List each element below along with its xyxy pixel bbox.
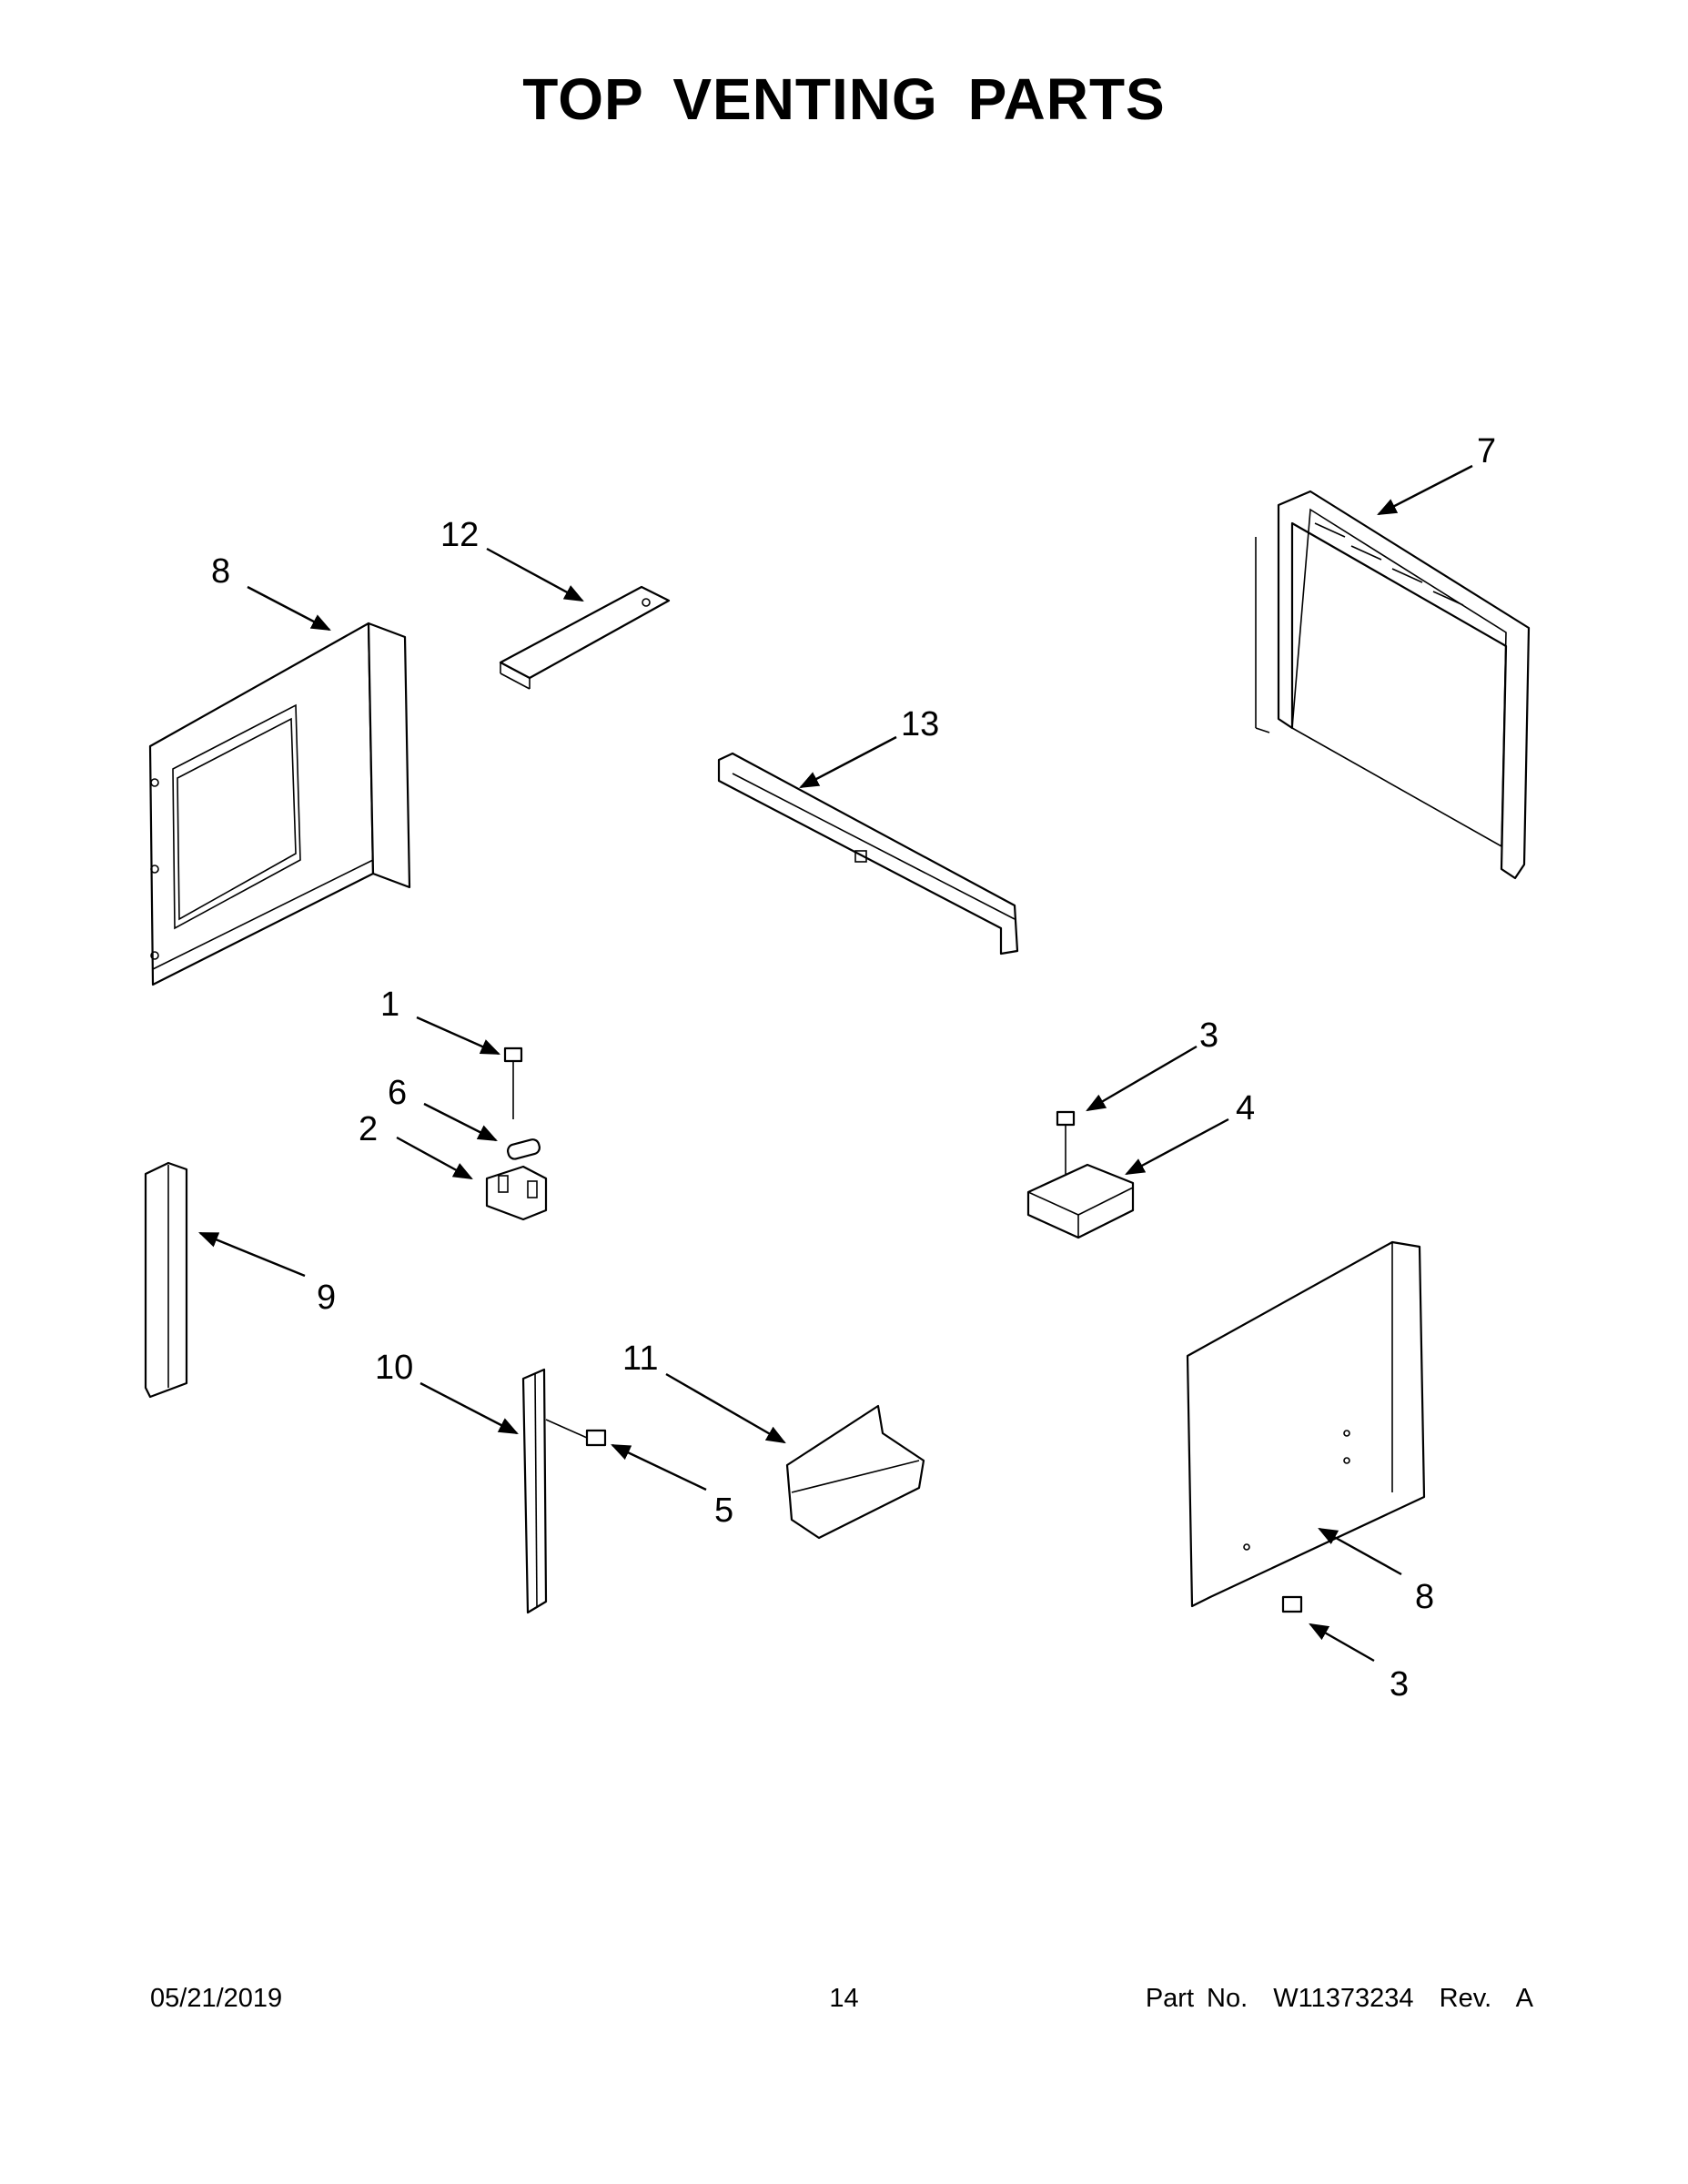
arrow-8-lower bbox=[1318, 1527, 1402, 1576]
screw-part-5 bbox=[545, 1419, 607, 1447]
footer-date: 05/21/2019 bbox=[150, 1984, 283, 2013]
callout-2: 2 bbox=[359, 1110, 378, 1148]
callout-arrows bbox=[198, 464, 1473, 1663]
callout-9: 9 bbox=[317, 1279, 336, 1317]
side-panel-left-part-8 bbox=[148, 622, 411, 986]
arrow-2 bbox=[396, 1136, 473, 1180]
callout-13: 13 bbox=[901, 705, 939, 743]
arrow-11 bbox=[665, 1372, 786, 1444]
arrow-9 bbox=[198, 1231, 306, 1278]
callout-10: 10 bbox=[375, 1349, 413, 1387]
footer-part-number: Part No. W11373234 Rev. A bbox=[1145, 1984, 1533, 2013]
control-box-part-4 bbox=[1026, 1163, 1135, 1239]
arrow-3-lower bbox=[1309, 1623, 1375, 1663]
screw-part-3-upper bbox=[1056, 1110, 1076, 1174]
callout-7: 7 bbox=[1477, 432, 1496, 470]
callout-8-upper: 8 bbox=[211, 552, 230, 591]
arrow-3-upper bbox=[1086, 1045, 1198, 1112]
callout-6: 6 bbox=[388, 1074, 407, 1112]
callout-12: 12 bbox=[440, 516, 479, 554]
callout-3-upper: 3 bbox=[1199, 1016, 1218, 1055]
arrow-7 bbox=[1377, 464, 1473, 516]
callout-5: 5 bbox=[714, 1491, 733, 1530]
arrow-6 bbox=[423, 1102, 498, 1142]
callout-1: 1 bbox=[380, 986, 399, 1024]
bushing-part-6 bbox=[506, 1138, 541, 1160]
arrow-8-upper bbox=[247, 585, 331, 632]
arrow-1 bbox=[416, 1016, 500, 1056]
arrow-10 bbox=[419, 1381, 519, 1435]
callout-3-lower: 3 bbox=[1390, 1665, 1409, 1704]
callout-11: 11 bbox=[622, 1340, 658, 1378]
arrow-12 bbox=[486, 547, 584, 602]
footer-page-number: 14 bbox=[829, 1984, 859, 2013]
screw-part-3-lower bbox=[1281, 1595, 1303, 1613]
arrow-13 bbox=[799, 735, 897, 789]
strip-part-9 bbox=[144, 1161, 188, 1399]
arrow-5 bbox=[611, 1443, 707, 1491]
page-title: TOP VENTING PARTS bbox=[522, 66, 1166, 132]
rail-part-13 bbox=[717, 752, 1019, 956]
back-panel-part-7 bbox=[1255, 490, 1531, 880]
side-panel-right-part-8 bbox=[1186, 1240, 1426, 1608]
callout-labels: 8 12 13 7 1 6 2 3 4 9 10 11 5 8 3 bbox=[211, 432, 1496, 1704]
bracket-part-2 bbox=[485, 1165, 548, 1221]
callout-4: 4 bbox=[1236, 1089, 1255, 1127]
plate-part-12 bbox=[499, 585, 671, 690]
strip-part-10 bbox=[521, 1368, 548, 1614]
bracket-part-11 bbox=[785, 1404, 925, 1540]
arrow-4 bbox=[1125, 1117, 1229, 1176]
callout-8-lower: 8 bbox=[1415, 1578, 1434, 1616]
screw-part-1 bbox=[503, 1046, 523, 1119]
